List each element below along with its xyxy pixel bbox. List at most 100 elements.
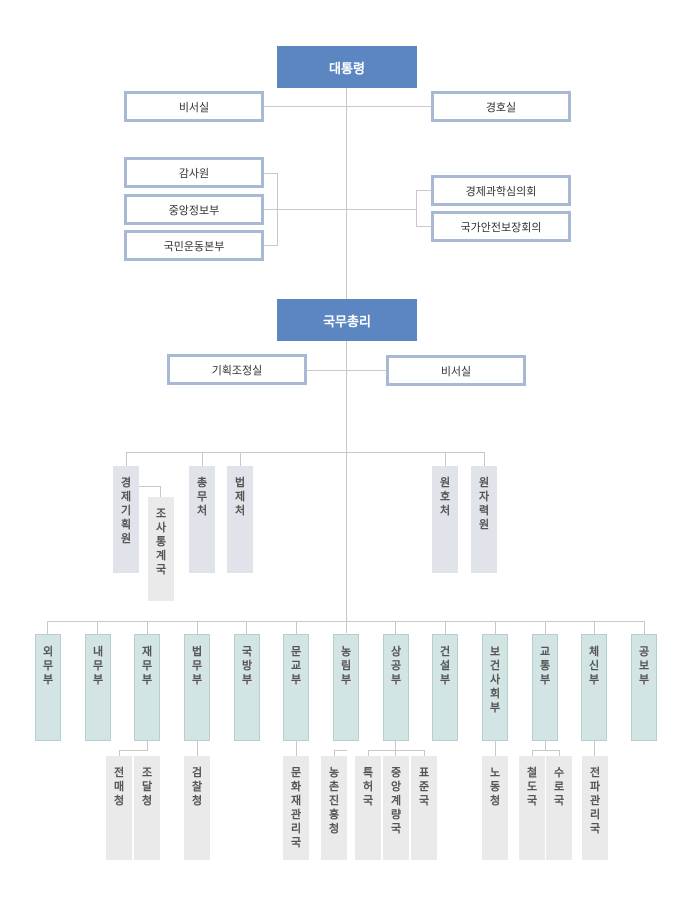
security-service-label: 경호실	[485, 100, 517, 114]
sub-connector	[296, 740, 297, 756]
president-secretariat-box: 비서실	[124, 91, 264, 122]
right-councils-bracket	[416, 190, 432, 191]
sub-connector	[495, 740, 496, 756]
pm-agencies-bus	[126, 452, 484, 453]
sub-connector	[334, 750, 347, 751]
ministry-drop	[445, 621, 446, 634]
president-agency-box: 감사원	[124, 157, 264, 188]
sub-connector	[424, 750, 425, 756]
president-council-label: 국가안전보장회의	[460, 220, 542, 234]
right-councils-connector	[346, 209, 417, 210]
pm-planning-office-box: 기획조정실	[167, 354, 307, 385]
sub-connector	[147, 740, 148, 750]
main-spine	[346, 88, 347, 633]
pm-secretariat-label: 비서실	[440, 364, 472, 378]
president-label: 대통령	[329, 61, 365, 77]
prime-minister-box: 국무총리	[277, 299, 417, 341]
ministry-drop	[495, 621, 496, 634]
president-council-label: 경제과학심의회	[465, 184, 537, 198]
president-agency-box: 중앙정보부	[124, 194, 264, 225]
sub-connector	[545, 740, 546, 750]
left-agencies-bracket	[263, 173, 278, 174]
sub-connector	[368, 750, 425, 751]
sub-connector	[119, 750, 120, 756]
prime-minister-label: 국무총리	[323, 314, 371, 330]
sub-connector	[594, 740, 595, 756]
security-service-box: 경호실	[431, 91, 571, 122]
pm-staff-connector	[306, 370, 387, 371]
right-councils-bracket	[416, 190, 417, 227]
president-agency-label: 중앙정보부	[168, 203, 220, 217]
ministry-drop	[545, 621, 546, 634]
pm-agencies-drop	[445, 452, 446, 466]
ministry-drop	[594, 621, 595, 634]
ministry-drop	[296, 621, 297, 634]
president-staff-connector	[263, 106, 432, 107]
president-council-box: 국가안전보장회의	[431, 211, 571, 242]
ministry-drop	[246, 621, 247, 634]
president-secretariat-label: 비서실	[178, 100, 210, 114]
pm-planning-office-label: 기획조정실	[211, 363, 263, 377]
sub-connector	[532, 750, 560, 751]
ministry-drop	[395, 621, 396, 634]
ministry-drop	[47, 621, 48, 634]
president-box: 대통령	[277, 46, 417, 88]
ministry-drop	[97, 621, 98, 634]
sub-connector	[395, 740, 396, 756]
sub-connector	[119, 750, 148, 751]
sub-connector	[197, 740, 198, 756]
president-agency-label: 감사원	[178, 166, 210, 180]
ministry-drop	[644, 621, 645, 634]
survey-bureau-connector	[160, 486, 161, 497]
sub-connector	[532, 750, 533, 756]
ministry-drop	[147, 621, 148, 634]
sub-connector	[368, 750, 369, 756]
sub-connector	[334, 750, 335, 756]
pm-agencies-drop	[484, 452, 485, 466]
president-council-box: 경제과학심의회	[431, 175, 571, 206]
right-councils-bracket	[416, 226, 432, 227]
left-agencies-bracket	[263, 245, 278, 246]
pm-agencies-drop	[240, 452, 241, 466]
pm-agencies-drop	[202, 452, 203, 466]
pm-secretariat-box: 비서실	[386, 355, 526, 386]
ministry-drop	[197, 621, 198, 634]
survey-bureau-connector	[139, 486, 161, 487]
left-agencies-connector	[263, 209, 347, 210]
ministries-bus	[47, 621, 644, 622]
pm-agencies-drop	[126, 452, 127, 466]
president-agency-label: 국민운동본부	[163, 239, 225, 253]
president-agency-box: 국민운동본부	[124, 230, 264, 261]
